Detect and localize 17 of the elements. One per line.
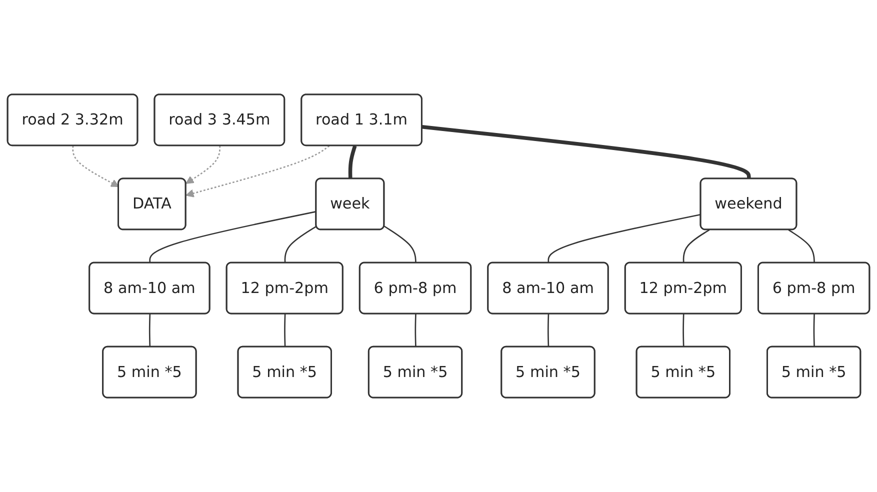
arrow <box>72 146 120 188</box>
connector <box>813 314 815 348</box>
arrow <box>186 146 221 184</box>
connector <box>284 314 286 348</box>
connector <box>548 314 550 348</box>
connector <box>422 125 751 179</box>
connector <box>414 314 416 348</box>
connector <box>148 314 151 348</box>
arrow <box>186 145 330 198</box>
connector <box>682 229 710 264</box>
connector <box>384 226 416 264</box>
connector <box>682 314 684 348</box>
connector <box>284 226 317 264</box>
connector <box>788 229 815 264</box>
connector <box>149 210 317 264</box>
connector <box>348 145 357 179</box>
connector <box>548 214 702 264</box>
